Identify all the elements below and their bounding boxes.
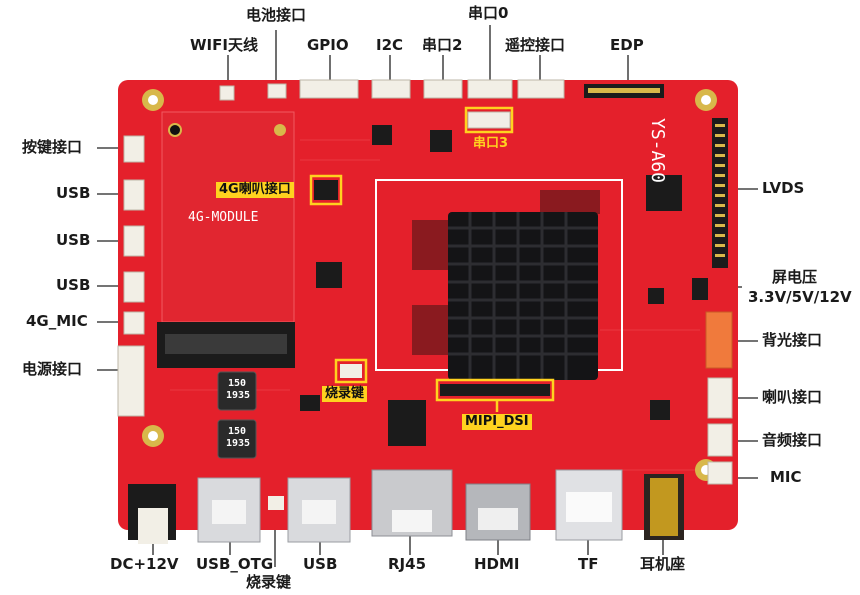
rj45-label: RJ45 bbox=[388, 555, 427, 573]
dc-jack-front bbox=[138, 508, 168, 544]
mini-pcie-slot-inner bbox=[165, 334, 287, 354]
4g-module-area bbox=[161, 111, 295, 323]
4g-speaker-connector bbox=[314, 180, 338, 200]
usb-port-inner bbox=[302, 500, 336, 524]
lvds-label: LVDS bbox=[762, 179, 805, 197]
top-connectors bbox=[219, 79, 565, 101]
audio-label: 音频接口 bbox=[762, 431, 823, 449]
left-connectors bbox=[117, 135, 145, 417]
tf-opening bbox=[566, 492, 612, 522]
usb1-label: USB bbox=[56, 184, 91, 202]
rj45-port bbox=[371, 469, 453, 537]
gpio-label: GPIO bbox=[307, 36, 349, 54]
misc-chips bbox=[300, 125, 682, 446]
module-hole bbox=[168, 123, 182, 137]
mic-label: MIC bbox=[770, 468, 802, 486]
4g-mic-label: 4G_MIC bbox=[26, 312, 88, 330]
4g-speaker-label: 4G喇叭接口 bbox=[216, 182, 294, 199]
heatsink-fins bbox=[448, 212, 598, 380]
rj45-opening bbox=[392, 510, 432, 532]
4g-speaker-box bbox=[309, 174, 343, 206]
inductors bbox=[217, 371, 257, 459]
dc-label: DC+12V bbox=[110, 555, 179, 573]
screen-voltage-values: 3.3V/5V/12V bbox=[748, 288, 852, 306]
model-silkscreen: YS-A60 bbox=[647, 118, 668, 184]
uart3-box bbox=[464, 106, 514, 134]
key-label: 按键接口 bbox=[22, 138, 83, 156]
backlight-connector bbox=[705, 311, 733, 369]
right-connectors bbox=[707, 377, 733, 485]
uart3-connector bbox=[467, 111, 511, 129]
inductor-1-top: 150 bbox=[228, 378, 247, 389]
hdmi-label: HDMI bbox=[474, 555, 520, 573]
usb2-label: USB bbox=[56, 231, 91, 249]
battery-label: 电池接口 bbox=[246, 6, 307, 24]
mounting-holes bbox=[142, 89, 717, 481]
edp-label: EDP bbox=[610, 36, 644, 54]
burn-key-bottom bbox=[268, 496, 284, 510]
earphone-label: 耳机座 bbox=[640, 555, 686, 573]
burn-key-label: 烧录键 bbox=[322, 386, 368, 403]
remote-label: 遥控接口 bbox=[505, 36, 566, 54]
module-silkscreen: 4G-MODULE bbox=[188, 210, 259, 225]
uart0-label: 串口0 bbox=[468, 4, 509, 22]
burn-key-box bbox=[334, 358, 368, 384]
inductor-2-top: 150 bbox=[228, 426, 247, 437]
mipi-connector bbox=[440, 384, 550, 396]
earphone-jack-tape bbox=[650, 478, 678, 536]
i2c-label: I2C bbox=[376, 36, 404, 54]
usb-otg-inner bbox=[212, 500, 246, 524]
burn-key bbox=[340, 364, 362, 378]
usb3-label: USB bbox=[56, 276, 91, 294]
module-pad bbox=[274, 124, 286, 136]
mipi-dsi-label: MIPI_DSI bbox=[462, 414, 532, 431]
hdmi-opening bbox=[478, 508, 518, 530]
lvds-pins bbox=[715, 124, 725, 257]
speaker-label: 喇叭接口 bbox=[762, 388, 823, 406]
tf-label: TF bbox=[578, 555, 599, 573]
inductor-1-bottom: 1935 bbox=[226, 390, 251, 401]
ram-chips bbox=[412, 190, 600, 355]
screen-voltage-jumper bbox=[692, 278, 708, 300]
screen-voltage-label: 屏电压 bbox=[772, 268, 818, 286]
uart3-label: 串口3 bbox=[473, 136, 509, 151]
burn-key-bottom-label: 烧录键 bbox=[246, 573, 292, 591]
usb-bottom-label: USB bbox=[303, 555, 338, 573]
heatsink bbox=[448, 212, 598, 380]
uart2-label: 串口2 bbox=[422, 36, 463, 54]
mipi-box bbox=[435, 378, 555, 402]
usb-otg-label: USB_OTG bbox=[196, 555, 274, 573]
inductor-2-bottom: 1935 bbox=[226, 438, 251, 449]
power-label: 电源接口 bbox=[22, 360, 83, 378]
wifi-label: WIFI天线 bbox=[190, 36, 258, 54]
edp-pins bbox=[588, 88, 660, 93]
backlight-label: 背光接口 bbox=[762, 331, 823, 349]
